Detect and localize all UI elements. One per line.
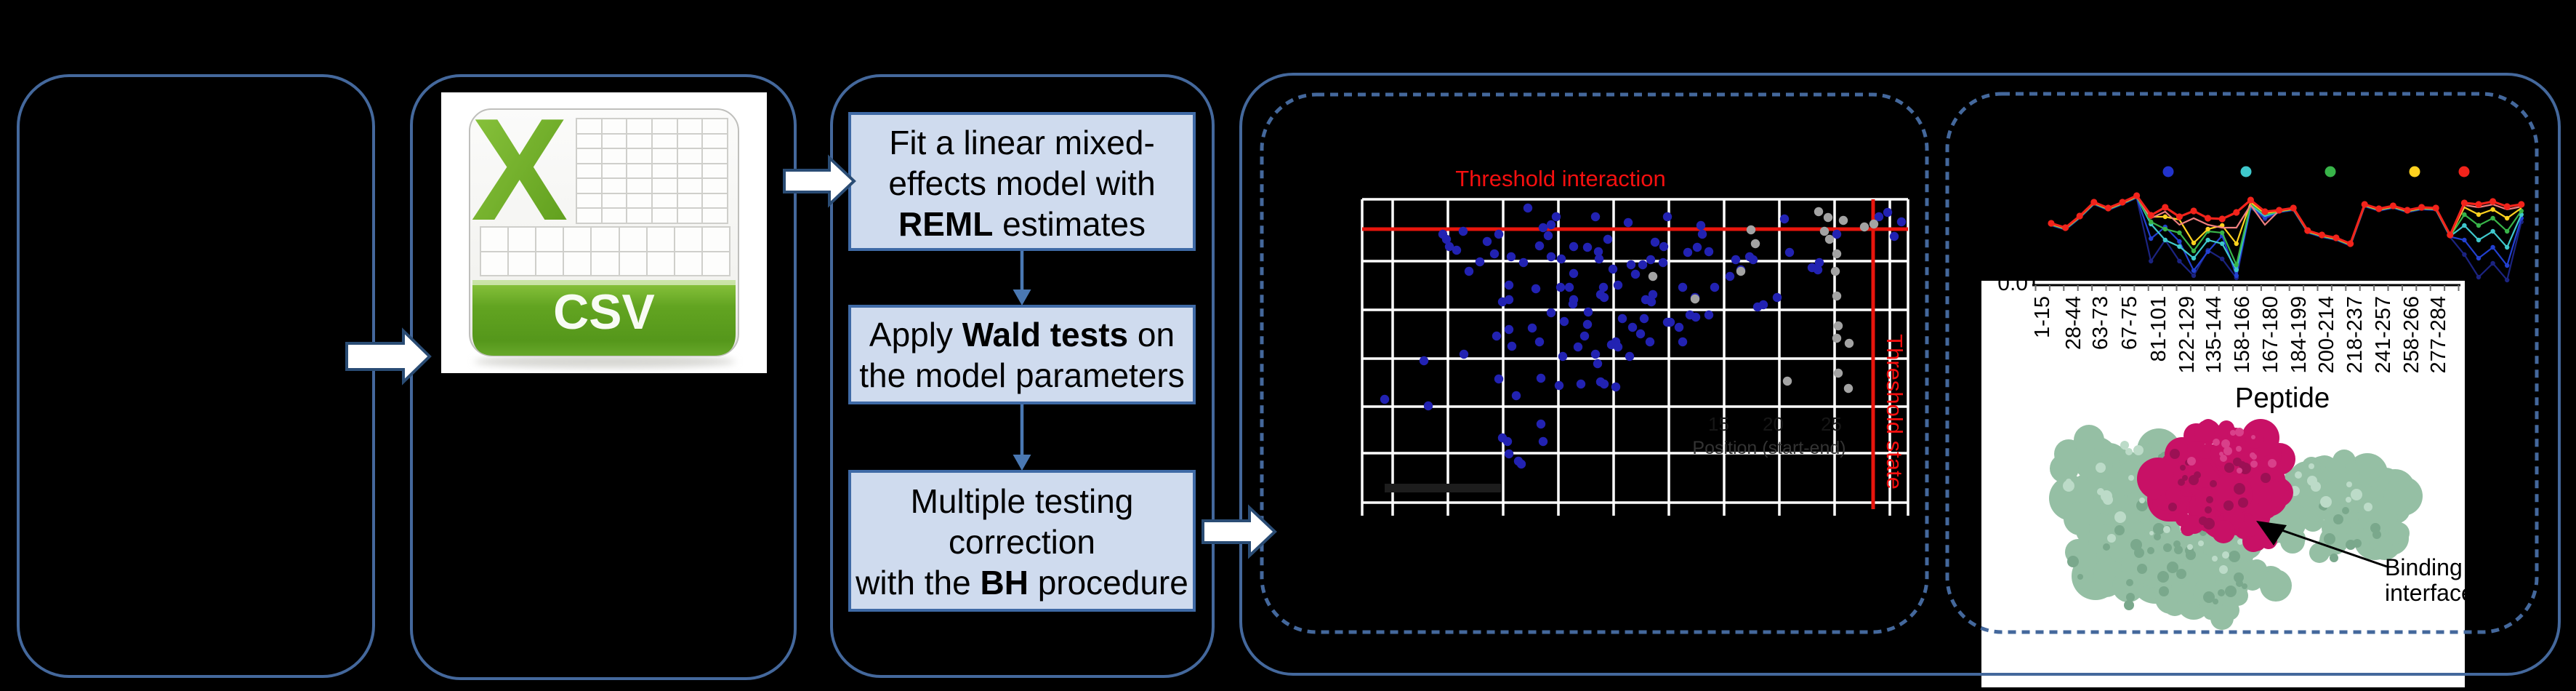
svg-text:the model parameters: the model parameters (859, 356, 1184, 394)
svg-text:1-15: 1-15 (2031, 296, 2054, 338)
svg-text:Threshold state: Threshold state (1882, 334, 1907, 490)
svg-text:167-180: 167-180 (2259, 296, 2282, 373)
svg-text:with the BH procedure: with the BH procedure (855, 564, 1188, 602)
svg-text:122-129: 122-129 (2175, 296, 2199, 373)
svg-text:CSV: CSV (553, 284, 655, 340)
svg-text:241-257: 241-257 (2372, 296, 2395, 373)
svg-text:Binding: Binding (2385, 554, 2463, 580)
svg-text:correction: correction (949, 523, 1095, 561)
svg-text:200-214: 200-214 (2315, 296, 2338, 373)
svg-text:15: 15 (1708, 413, 1729, 435)
svg-text:81-101: 81-101 (2147, 296, 2170, 362)
svg-text:Position (start-end): Position (start-end) (1692, 438, 1846, 458)
svg-text:135-144: 135-144 (2202, 296, 2226, 373)
svg-text:interface: interface (2385, 580, 2474, 606)
svg-text:effects model with: effects model with (888, 164, 1155, 202)
svg-text:158-166: 158-166 (2231, 296, 2254, 373)
svg-text:63-73: 63-73 (2089, 296, 2112, 350)
svg-text:Peptide: Peptide (2235, 383, 2330, 414)
svg-text:Threshold interaction: Threshold interaction (1455, 166, 1666, 191)
svg-text:Fit a linear mixed-: Fit a linear mixed- (889, 124, 1155, 161)
svg-text:REML estimates: REML estimates (898, 205, 1146, 243)
svg-text:184-199: 184-199 (2287, 296, 2311, 373)
svg-text:218-237: 218-237 (2343, 296, 2367, 373)
svg-text:28-44: 28-44 (2062, 296, 2085, 350)
svg-text:258-266: 258-266 (2400, 296, 2423, 373)
svg-text:Multiple testing: Multiple testing (911, 482, 1134, 520)
svg-text:X: X (471, 89, 568, 251)
svg-text:0.0: 0.0 (1997, 271, 2028, 295)
svg-text:25: 25 (1821, 413, 1842, 435)
svg-text:20: 20 (1763, 413, 1784, 435)
svg-text:277-284: 277-284 (2427, 296, 2450, 373)
svg-text:Apply Wald tests on: Apply Wald tests on (869, 316, 1175, 354)
svg-text:67-75: 67-75 (2118, 296, 2141, 350)
